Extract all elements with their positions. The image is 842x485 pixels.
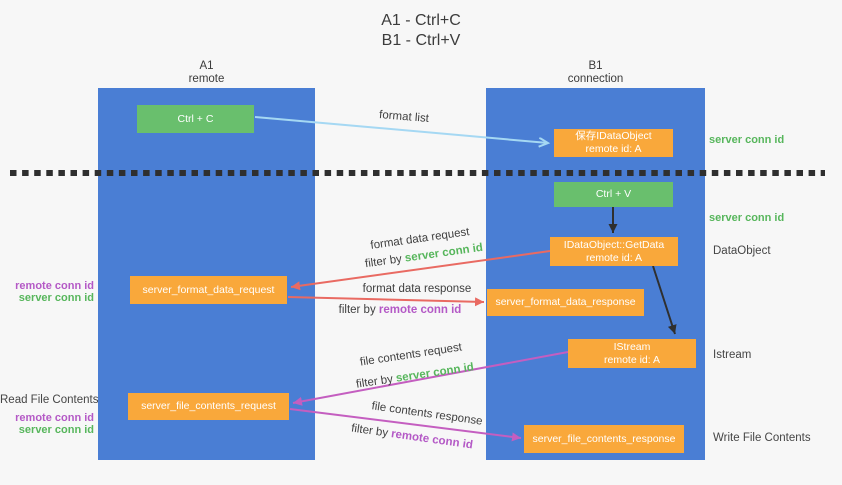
node-ctrl-v: Ctrl + V [554, 182, 673, 207]
node-idataobject-getdata-line2: remote id: A [585, 251, 643, 264]
lane-header-a1: A1 remote [98, 60, 315, 86]
node-server-file-contents-request: server_file_contents_request [128, 393, 289, 420]
node-server-file-contents-request-label: server_file_contents_request [141, 400, 276, 412]
node-istream-line2: remote id: A [603, 353, 661, 366]
node-istream-line1: IStream [613, 340, 651, 353]
node-server-file-contents-response-label: server_file_contents_response [532, 432, 676, 445]
server-conn-id-annotation-mid: server conn id [709, 212, 785, 224]
node-save-idataobject-line1: 保存IDataObject [575, 130, 652, 142]
diagram-title-line1: A1 - Ctrl+C [381, 12, 461, 29]
remote-conn-id-text: remote conn id [378, 304, 462, 316]
istream-annotation: Istream [713, 349, 752, 361]
remote-conn-id-text: remote conn id [390, 428, 474, 452]
node-istream: IStream remote id: A [568, 339, 696, 368]
dataobject-annotation: DataObject [713, 245, 771, 257]
filter-by-text: filter by [355, 372, 397, 391]
write-file-contents-annotation: Write File Contents [713, 432, 811, 444]
node-ctrl-c-label: Ctrl + C [177, 112, 214, 125]
file-server-conn-id-annotation: server conn id [18, 424, 94, 436]
filter-by-text: filter by [338, 304, 379, 316]
node-idataobject-getdata: IDataObject::GetData remote id: A [550, 237, 678, 266]
server-conn-id-annotation-top: server conn id [709, 134, 785, 146]
read-file-contents-annotation: Read File Contents [0, 394, 99, 406]
diagram-title-line2: B1 - Ctrl+V [381, 32, 461, 49]
node-save-idataobject-line2: remote id: A [585, 143, 642, 155]
format-data-response-filter-label: filter by remote conn id [320, 304, 480, 316]
filter-by-text: filter by [350, 422, 392, 441]
format-data-response-arrow [287, 296, 485, 307]
lane-b1-name: B1 [588, 60, 603, 72]
diagram-title: A1 - Ctrl+C B1 - Ctrl+V [0, 11, 842, 51]
lane-a1-name: A1 [199, 60, 214, 72]
format-data-response-label: format data response [362, 283, 472, 295]
node-server-format-data-response-label: server_format_data_response [495, 296, 636, 308]
node-ctrl-c: Ctrl + C [137, 105, 254, 133]
node-idataobject-getdata-line1: IDataObject::GetData [563, 238, 665, 251]
lane-a1-role: remote [188, 73, 225, 85]
file-remote-conn-id-annotation: remote conn id [15, 412, 94, 424]
node-server-format-data-request-label: server_format_data_request [142, 283, 275, 296]
format-remote-conn-id-annotation: remote conn id [15, 280, 94, 292]
node-save-idataobject: 保存IDataObject remote id: A [554, 129, 673, 157]
node-server-format-data-request: server_format_data_request [130, 276, 287, 304]
format-server-conn-id-annotation: server conn id [18, 292, 94, 304]
node-server-file-contents-response: server_file_contents_response [524, 425, 684, 453]
filter-by-text: filter by [364, 252, 406, 271]
lane-header-b1: B1 connection [486, 60, 705, 86]
lane-b1-role: connection [567, 73, 624, 85]
node-ctrl-v-label: Ctrl + V [595, 188, 632, 200]
format-list-label: format list [378, 109, 430, 125]
server-conn-id-text: server conn id [395, 361, 475, 385]
node-server-format-data-response: server_format_data_response [487, 289, 644, 316]
